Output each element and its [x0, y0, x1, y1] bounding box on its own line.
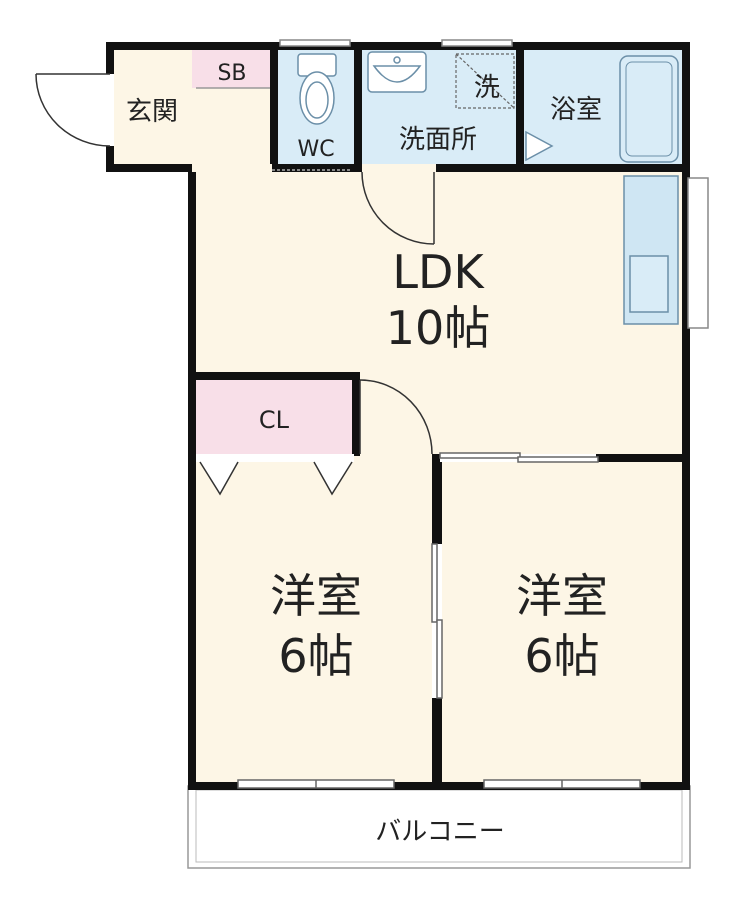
toilet-icon	[297, 53, 337, 125]
western-room-2-size: 6帖	[524, 629, 599, 683]
western-room-1-size: 6帖	[278, 629, 353, 683]
shoe-box-panel	[192, 48, 272, 88]
entrance-floor	[112, 48, 192, 170]
bathroom-label: 浴室	[550, 95, 602, 125]
closet-floor	[196, 378, 354, 454]
room-door-icon	[359, 379, 433, 455]
window-room-2	[483, 779, 641, 789]
ldk-label: LDK	[392, 245, 485, 299]
window-room-1	[237, 779, 395, 789]
bathroom-door-icon	[525, 130, 554, 162]
western-room-2-label: 洋室	[516, 569, 608, 623]
shoe-box-label: SB	[217, 61, 246, 86]
washing-machine-place-icon	[455, 53, 515, 109]
kitchen-counter-icon	[623, 175, 679, 325]
closet-label: CL	[259, 406, 290, 434]
entrance-door-icon	[35, 73, 111, 147]
sliding-door-ldk-icon	[439, 452, 599, 463]
toilet-label: WC	[297, 137, 334, 162]
closet-door-icon	[199, 461, 353, 496]
upper-windows	[279, 39, 513, 47]
western-room-2-floor	[440, 458, 684, 784]
kitchen-window	[687, 177, 709, 329]
bathtub-icon	[619, 55, 679, 163]
washer-label: 洗	[474, 73, 500, 103]
washroom-label: 洗面所	[399, 125, 477, 155]
entrance-label: 玄関	[126, 97, 178, 127]
bathtub-inner-icon	[625, 61, 673, 157]
washbasin-icon	[367, 51, 427, 93]
balcony-outline	[187, 785, 691, 869]
sliding-door-rooms-icon	[431, 543, 443, 699]
ldk-door-icon	[361, 171, 435, 245]
western-room-1-floor	[196, 458, 436, 784]
western-room-1-label: 洋室	[270, 569, 362, 623]
ldk-size: 10帖	[386, 301, 491, 355]
balcony-label: バルコニー	[375, 817, 504, 847]
